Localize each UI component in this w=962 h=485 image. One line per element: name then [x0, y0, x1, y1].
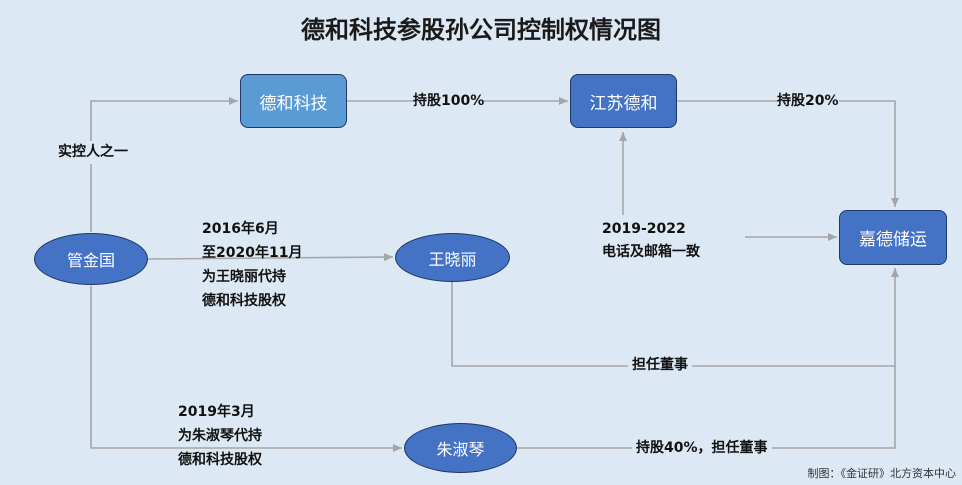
label-phone-email-line1: 2019-2022 [602, 218, 686, 241]
node-jiangsu-dehe: 江苏德和 [570, 74, 677, 128]
connector-guan-to-wang [147, 253, 394, 262]
label-wang-proxy-line2: 至2020年11月 [202, 245, 303, 261]
label-wang-proxy-line3: 为王晓丽代持 [202, 269, 286, 285]
connector-jiangsu-to-jiade [677, 100, 899, 207]
connector-guan-to-zhu [90, 286, 402, 452]
label-wang-proxy-line4: 德和科技股权 [202, 290, 286, 313]
node-dehe-keji: 德和科技 [240, 74, 347, 128]
label-zhu-proxy-line2: 为朱淑琴代持 [178, 428, 262, 444]
label-wang-proxy-line1: 2016年6月 [202, 218, 279, 241]
label-zhu-holding: 持股40%，担任董事 [632, 437, 772, 460]
label-director: 担任董事 [628, 354, 692, 377]
connector-guan-to-dehe [90, 97, 238, 232]
connector-wang-to-jiade [451, 268, 899, 367]
node-jiade-chuyun: 嘉德储运 [839, 210, 947, 265]
diagram-title: 德和科技参股孙公司控制权情况图 [301, 16, 661, 44]
label-zhu-proxy-line3: 德和科技股权 [178, 449, 262, 472]
label-actual-controller: 实控人之一 [58, 141, 128, 164]
node-zhu-shuqin: 朱淑琴 [404, 423, 517, 473]
label-holding-100: 持股100% [413, 90, 485, 113]
label-phone-email-line2: 电话及邮箱一致 [602, 241, 700, 264]
credit-text: 制图：《金证研》北方资本中心 [807, 467, 957, 480]
label-holding-20: 持股20% [777, 90, 839, 113]
node-wang-xiaoli: 王晓丽 [395, 233, 510, 282]
label-zhu-proxy-line1: 2019年3月 [178, 401, 255, 424]
node-guan-jinguo: 管金国 [34, 233, 148, 285]
connector-zhu-to-jiade [517, 366, 896, 449]
